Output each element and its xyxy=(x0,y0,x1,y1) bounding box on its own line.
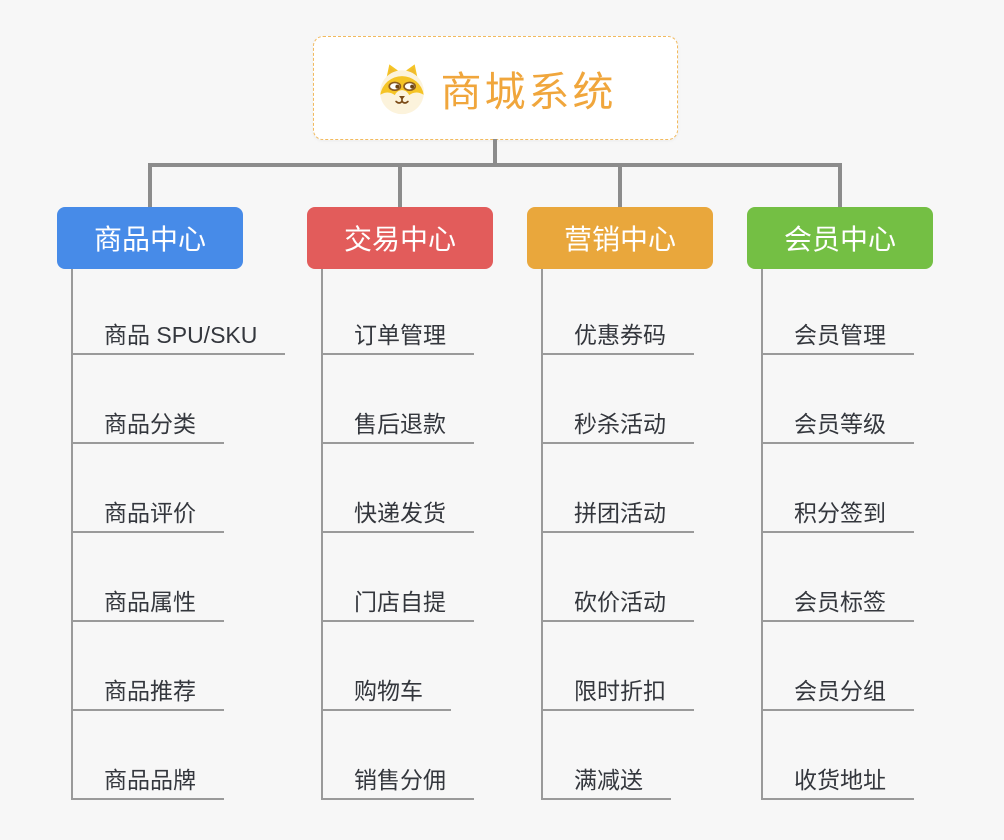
leaf-node[interactable]: 购物车 xyxy=(321,675,451,711)
leaf-node[interactable]: 会员标签 xyxy=(761,586,914,622)
leaf-node[interactable]: 售后退款 xyxy=(321,408,474,444)
leaf-node[interactable]: 优惠券码 xyxy=(541,319,694,355)
branch-column-line xyxy=(541,269,543,800)
root-title: 商城系统 xyxy=(440,69,617,115)
branch-drop-line xyxy=(398,163,402,208)
leaf-node[interactable]: 拼团活动 xyxy=(541,497,694,533)
leaf-node[interactable]: 砍价活动 xyxy=(541,586,694,622)
leaf-node[interactable]: 订单管理 xyxy=(321,319,474,355)
doge-icon xyxy=(379,64,424,115)
leaf-node[interactable]: 会员等级 xyxy=(761,408,914,444)
root-node[interactable]: 商城系统 xyxy=(313,36,678,140)
root-connector-line xyxy=(493,139,497,165)
leaf-node[interactable]: 限时折扣 xyxy=(541,675,694,711)
leaf-node[interactable]: 积分签到 xyxy=(761,497,914,533)
leaf-node[interactable]: 秒杀活动 xyxy=(541,408,694,444)
leaf-node[interactable]: 收货地址 xyxy=(761,764,914,800)
branch-column-line xyxy=(321,269,323,800)
branch-node-1[interactable]: 商品中心 xyxy=(57,207,243,269)
leaf-node[interactable]: 商品推荐 xyxy=(71,675,224,711)
branch-drop-line xyxy=(618,163,622,208)
leaf-node[interactable]: 商品 SPU/SKU xyxy=(71,319,286,355)
leaf-node[interactable]: 快递发货 xyxy=(321,497,474,533)
branch-drop-line xyxy=(838,163,842,208)
leaf-node[interactable]: 商品评价 xyxy=(71,497,224,533)
leaf-node[interactable]: 门店自提 xyxy=(321,586,474,622)
branch-node-4[interactable]: 会员中心 xyxy=(747,207,933,269)
leaf-node[interactable]: 商品分类 xyxy=(71,408,224,444)
leaf-node[interactable]: 会员管理 xyxy=(761,319,914,355)
branch-node-2[interactable]: 交易中心 xyxy=(307,207,493,269)
leaf-node[interactable]: 商品属性 xyxy=(71,586,224,622)
leaf-node[interactable]: 满减送 xyxy=(541,764,671,800)
leaf-node[interactable]: 销售分佣 xyxy=(321,764,474,800)
leaf-node[interactable]: 商品品牌 xyxy=(71,764,224,800)
tree-horizontal-connector xyxy=(148,163,842,167)
branch-node-3[interactable]: 营销中心 xyxy=(527,207,713,269)
branch-column-line xyxy=(71,269,73,800)
branch-drop-line xyxy=(148,163,152,208)
leaf-node[interactable]: 会员分组 xyxy=(761,675,914,711)
branch-column-line xyxy=(761,269,763,800)
